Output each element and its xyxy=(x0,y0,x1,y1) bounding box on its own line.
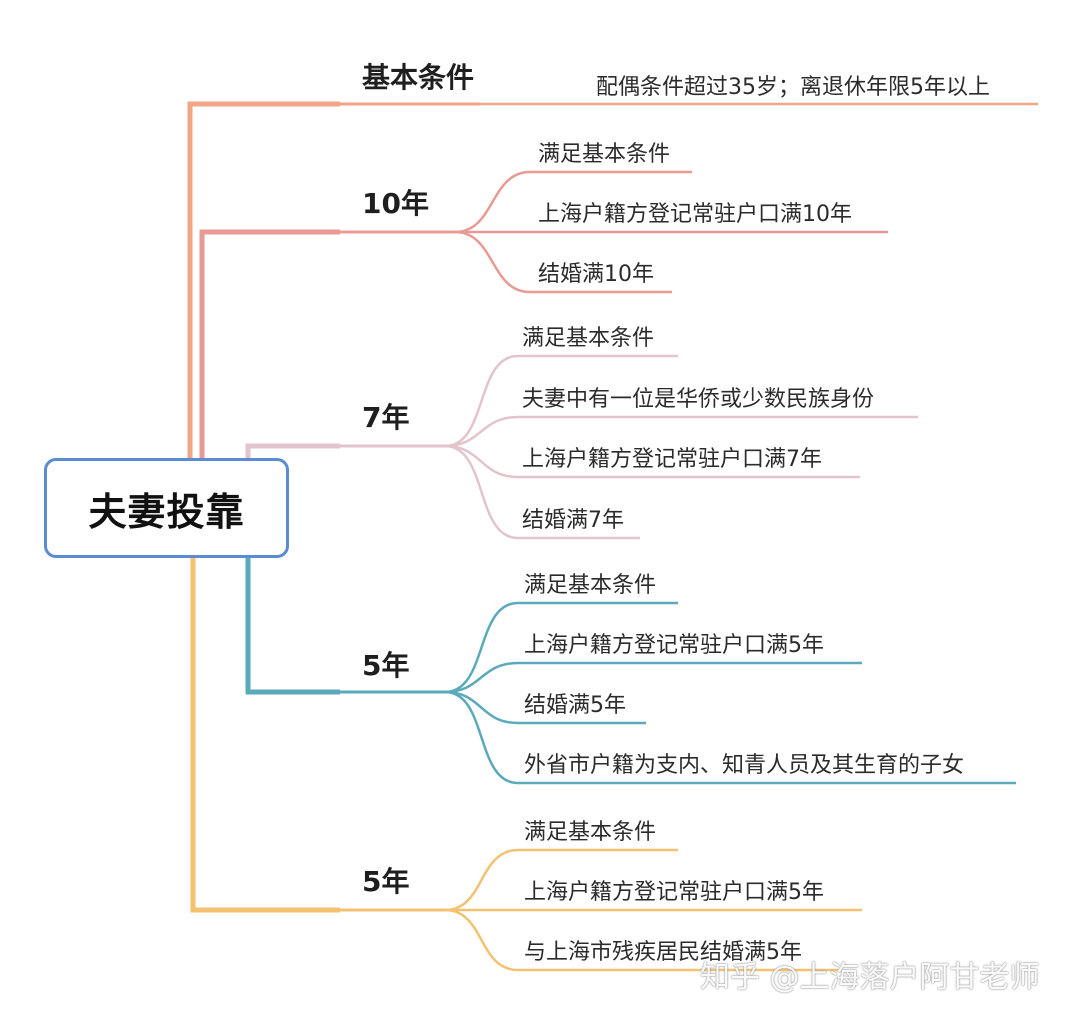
leaf-link-5b-2 xyxy=(444,908,838,972)
watermark: 知乎 @上海落户阿甘老师 xyxy=(700,960,1040,995)
leaf-10-2: 结婚满10年 xyxy=(538,262,654,287)
leaf-basic-0: 配偶条件超过35岁；离退休年限5年以上 xyxy=(596,75,990,100)
leaf-link-5b-0 xyxy=(444,848,678,912)
leaf-7-1: 夫妻中有一位是华侨或少数民族身份 xyxy=(522,387,875,412)
leaf-link-10-2 xyxy=(454,230,672,294)
trunk-7 xyxy=(245,443,340,458)
leaf-link-7-0 xyxy=(444,354,678,448)
leaf-link-5a-1 xyxy=(444,661,862,694)
trunk-basic xyxy=(187,101,340,458)
leaf-5a-0: 满足基本条件 xyxy=(524,573,657,598)
leaf-10-0: 满足基本条件 xyxy=(538,142,671,167)
branch-label-basic: 基本条件 xyxy=(362,61,475,94)
leaf-5b-0: 满足基本条件 xyxy=(524,820,657,845)
leaf-link-5a-2 xyxy=(444,690,646,725)
leaf-5b-1: 上海户籍方登记常驻户口满5年 xyxy=(524,880,824,905)
trunk-10 xyxy=(199,229,340,458)
leaf-link-7-1 xyxy=(444,415,918,448)
leaf-7-0: 满足基本条件 xyxy=(522,326,655,351)
root-label: 夫妻投靠 xyxy=(88,489,245,534)
leaf-7-3: 结婚满7年 xyxy=(522,508,624,533)
leaf-7-2: 上海户籍方登记常驻户口满7年 xyxy=(522,447,822,472)
leaf-5b-2: 与上海市残疾居民结婚满5年 xyxy=(524,940,802,965)
branch-label-5a: 5年 xyxy=(362,649,410,682)
leaf-link-7-2 xyxy=(444,444,860,479)
branch-label-7: 7年 xyxy=(362,401,410,434)
leaf-link-7-3 xyxy=(444,444,640,540)
leaf-link-10-0 xyxy=(454,170,692,234)
leaf-link-5a-3 xyxy=(444,690,1016,785)
leaf-5a-2: 结婚满5年 xyxy=(524,693,626,718)
leaf-5a-3: 外省市户籍为支内、知青人员及其生育的子女 xyxy=(524,753,965,778)
root-node: 夫妻投靠 xyxy=(44,458,289,558)
leaf-10-1: 上海户籍方登记常驻户口满10年 xyxy=(538,202,852,227)
branch-label-10: 10年 xyxy=(362,187,429,220)
leaf-5a-1: 上海户籍方登记常驻户口满5年 xyxy=(524,633,824,658)
trunk-5b xyxy=(190,558,340,913)
trunk-5a xyxy=(245,558,340,695)
leaf-link-5a-0 xyxy=(444,601,678,694)
branch-label-5b: 5年 xyxy=(362,865,410,898)
